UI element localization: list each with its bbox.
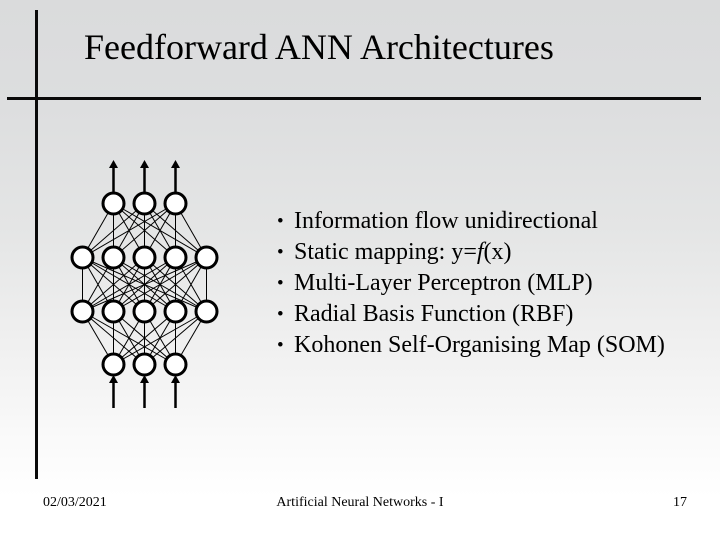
bullet-marker: • <box>277 211 284 232</box>
bullet-marker: • <box>277 335 284 356</box>
bullet-text: Kohonen Self-Organising Map (SOM) <box>294 332 665 358</box>
ann-edge <box>113 203 176 258</box>
bullet-item: • Kohonen Self-Organising Map (SOM) <box>277 330 665 361</box>
bullet-text: Multi-Layer Perceptron (MLP) <box>294 270 593 296</box>
ann-edge <box>82 203 145 258</box>
ann-node-hidden-layer-2 <box>101 245 126 270</box>
ann-node-hidden-layer-2 <box>194 245 219 270</box>
vertical-accent-line <box>34 10 38 479</box>
ann-output-arrow-head <box>109 160 118 168</box>
bullet-item: • Multi-Layer Perceptron (MLP) <box>277 268 665 299</box>
ann-edge <box>82 203 176 258</box>
ann-input-arrow-head <box>140 375 149 383</box>
ann-node-hidden-layer-1 <box>132 299 157 324</box>
bullet-item: • Static mapping: y=f(x) <box>277 237 665 268</box>
slide-title: Feedforward ANN Architectures <box>84 27 554 67</box>
ann-edge <box>82 257 207 312</box>
ann-node-hidden-layer-2 <box>70 245 95 270</box>
bullet-marker: • <box>277 273 284 294</box>
bullet-text-italic-f: f <box>476 239 484 265</box>
ann-node-output-layer <box>163 191 188 216</box>
bullet-item: • Radial Basis Function (RBF) <box>277 299 665 330</box>
footer-date: 02/03/2021 <box>43 495 107 510</box>
ann-node-hidden-layer-2 <box>163 245 188 270</box>
bullet-text-pre: Static mapping: y= <box>294 239 477 265</box>
ann-node-output-layer <box>101 191 126 216</box>
footer-page-number: 17 <box>673 495 687 510</box>
ann-node-hidden-layer-1 <box>70 299 95 324</box>
title-divider-line <box>7 96 701 100</box>
ann-node-hidden-layer-1 <box>101 299 126 324</box>
ann-node-hidden-layer-1 <box>194 299 219 324</box>
ann-input-arrow-head <box>109 375 118 383</box>
footer-course-title: Artificial Neural Networks - I <box>276 495 444 510</box>
bullet-text-post: (x) <box>483 239 512 265</box>
ann-node-output-layer <box>132 191 157 216</box>
ann-node-input-layer <box>132 352 157 377</box>
ann-edge <box>82 257 176 312</box>
ann-edge <box>113 311 207 365</box>
ann-edge <box>144 311 207 365</box>
bullet-item: • Information flow unidirectional <box>277 206 665 237</box>
bullet-text: Static mapping: y=f(x) <box>294 239 512 265</box>
bullet-list: • Information flow unidirectional • Static… <box>277 206 665 361</box>
ann-edge <box>144 257 207 312</box>
ann-edge <box>82 257 145 312</box>
ann-node-input-layer <box>163 352 188 377</box>
ann-node-hidden-layer-1 <box>163 299 188 324</box>
ann-input-arrow-head <box>171 375 180 383</box>
ann-node-hidden-layer-2 <box>132 245 157 270</box>
ann-output-arrow-head <box>140 160 149 168</box>
ann-edge <box>113 257 207 312</box>
ann-node-input-layer <box>101 352 126 377</box>
bullet-marker: • <box>277 304 284 325</box>
bullet-marker: • <box>277 242 284 263</box>
bullet-text: Information flow unidirectional <box>294 208 598 234</box>
bullet-text: Radial Basis Function (RBF) <box>294 301 574 327</box>
ann-edge <box>113 311 176 365</box>
ann-output-arrow-head <box>171 160 180 168</box>
